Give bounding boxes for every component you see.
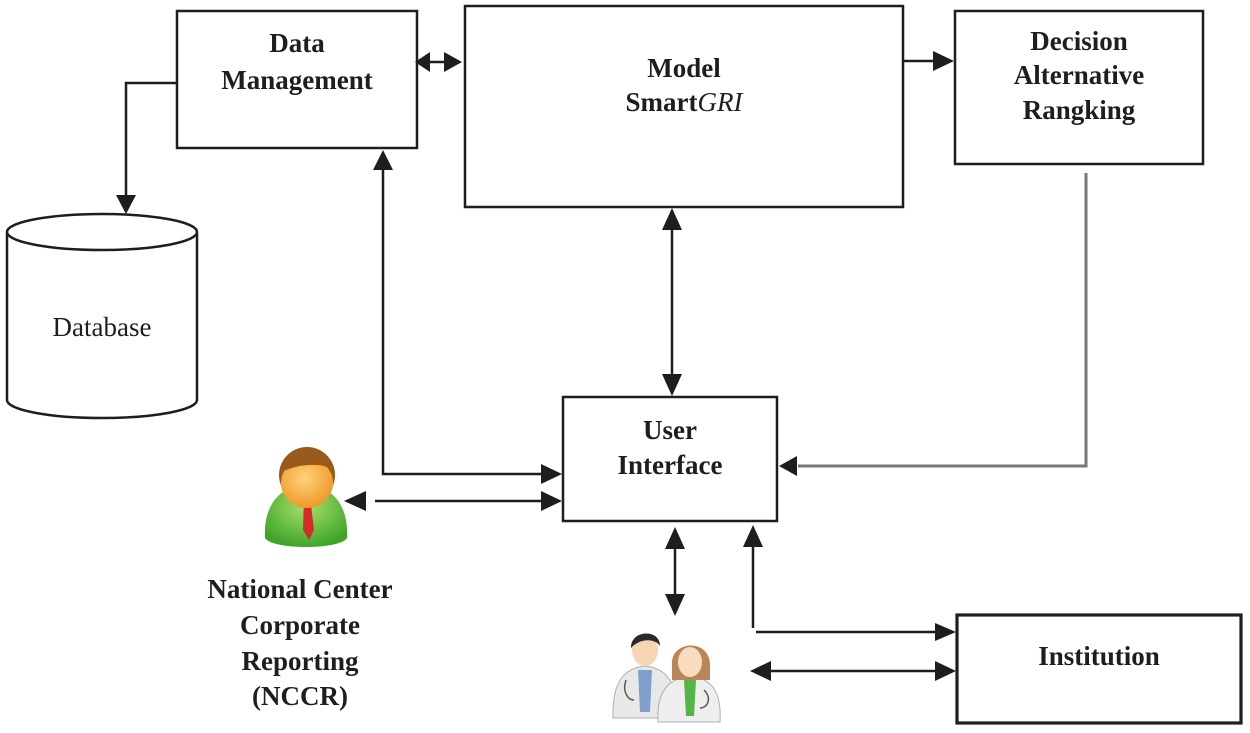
nccr-label-line2: Corporate [240, 610, 360, 640]
arrowhead-down [665, 594, 685, 616]
user-interface-label-line1: User [643, 415, 697, 445]
decision-label-line2: Alternative [1014, 60, 1144, 90]
arrowhead-right [541, 491, 562, 511]
edge-model-userinterface [662, 208, 682, 396]
edge-userinterface-users [665, 527, 685, 616]
data-management-node[interactable]: Data Management [175, 9, 419, 150]
nccr-label-line4: (NCCR) [252, 681, 348, 711]
model-smartgri-node[interactable]: Model SmartGRI [463, 4, 905, 209]
arrowhead-left [750, 661, 771, 681]
arrowhead-right [444, 52, 462, 72]
nccr-label-line1: National Center [207, 574, 392, 604]
edge-decision-userinterface [779, 173, 1088, 476]
arrowhead-up [662, 208, 682, 230]
institution-label: Institution [1038, 641, 1160, 671]
arrowhead-down [116, 195, 136, 214]
edge-model-decision [903, 51, 954, 71]
arrowhead-down [662, 374, 682, 396]
doctors-user-group-icon[interactable] [612, 633, 721, 723]
institution-node[interactable]: Institution [955, 613, 1243, 725]
nccr-label-line3: Reporting [242, 646, 359, 676]
edge-nccr-userinterface [344, 491, 562, 511]
model-label-line2: SmartGRI [626, 87, 745, 117]
model-label-smart: Smart [626, 87, 698, 117]
data-management-label-line2: Management [221, 65, 372, 95]
model-label-gri: GRI [698, 87, 745, 117]
database-node[interactable]: Database [5, 212, 199, 420]
edge-datamgmt-database [116, 81, 177, 214]
edge-datamgmt-userinterface [373, 150, 562, 484]
database-label: Database [53, 312, 152, 342]
arrowhead-left [779, 456, 797, 476]
decision-label-line3: Rangking [1023, 95, 1136, 125]
model-label-line1: Model [647, 53, 721, 83]
edge-institution-userinterface [743, 525, 956, 641]
edge-datamgmt-model [415, 52, 462, 72]
arrowhead-up [743, 525, 763, 547]
user-interface-node[interactable]: User Interface [561, 395, 779, 523]
user-interface-label-line2: Interface [618, 450, 723, 480]
businessman-user-icon[interactable] [264, 447, 348, 547]
decision-label-line1: Decision [1030, 26, 1128, 56]
arrowhead-left [344, 491, 366, 511]
edge-users-institution [750, 661, 956, 681]
arrowhead-right [935, 661, 956, 681]
arrowhead-up [665, 527, 685, 549]
arrowhead-right [541, 464, 562, 484]
arrowhead-right [935, 623, 956, 641]
arrowhead-left [415, 52, 430, 72]
decision-alternative-ranking-node[interactable]: Decision Alternative Rangking [953, 9, 1205, 166]
data-management-label-line1: Data [269, 28, 325, 58]
arrowhead-up [373, 150, 393, 170]
arrowhead-right [933, 51, 954, 71]
